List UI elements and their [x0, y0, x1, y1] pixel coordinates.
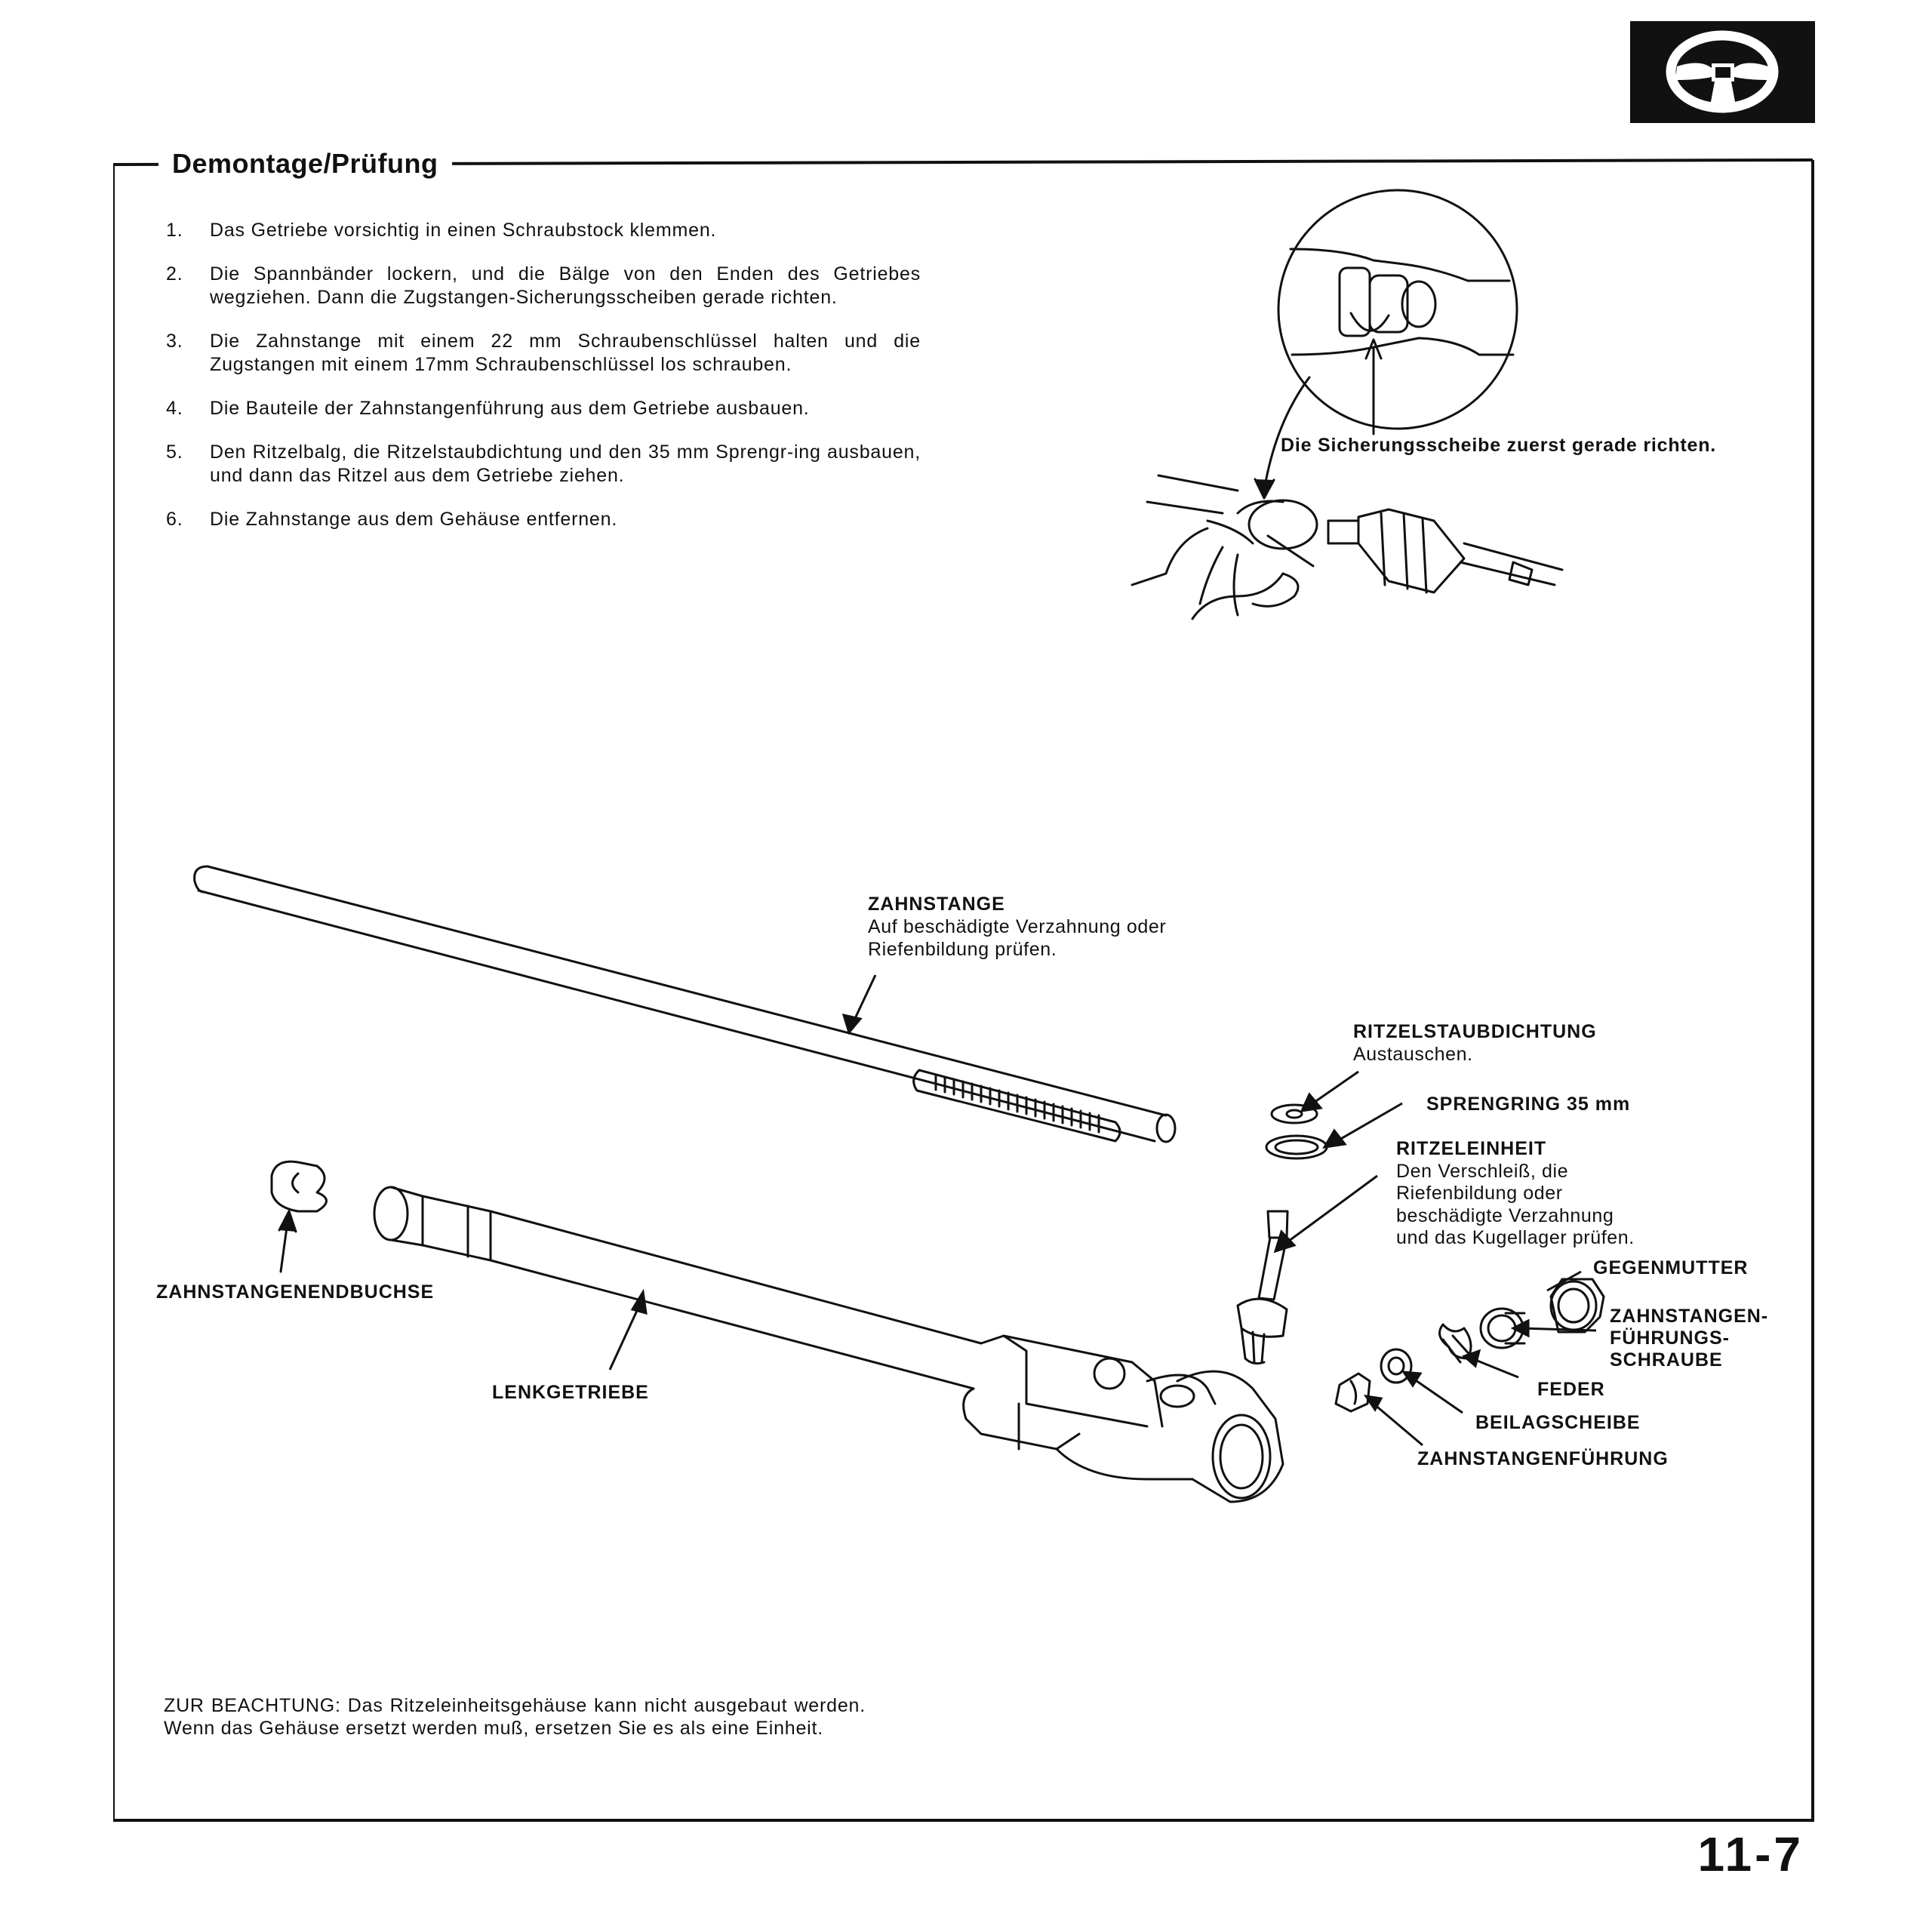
instruction-steps: 1. Das Getriebe vorsichtig in einen Schra…	[166, 219, 921, 552]
note-text: ZUR BEACHTUNG: Das Ritzeleinheitsgehäuse…	[164, 1695, 866, 1739]
step-item: 1. Das Getriebe vorsichtig in einen Schra…	[166, 219, 921, 242]
step-item: 2. Die Spannbänder lockern, und die Bälge…	[166, 263, 921, 309]
label-fuehrungsschraube-3: SCHRAUBE	[1610, 1349, 1723, 1371]
step-text: Die Spannbänder lockern, und die Bälge v…	[210, 263, 921, 308]
label-zahnstange-desc: Auf beschädigte Verzahnung oder Riefenbi…	[868, 916, 1167, 960]
label-zahnstangenfuehrung-title: ZAHNSTANGENFÜHRUNG	[1417, 1448, 1669, 1469]
label-ritzelstaubdichtung-desc: Austauschen.	[1353, 1044, 1473, 1065]
step-item: 4. Die Bauteile der Zahnstangenführung au…	[166, 397, 921, 420]
label-gegenmutter: GEGENMUTTER	[1593, 1257, 1748, 1279]
section-title: Demontage/Prüfung	[158, 148, 452, 180]
label-fuehrungsschraube-1: ZAHNSTANGEN-	[1610, 1306, 1769, 1327]
label-beilagscheibe-title: BEILAGSCHEIBE	[1475, 1412, 1641, 1433]
page-number: 11-7	[1697, 1827, 1804, 1881]
step-item: 5. Den Ritzelbalg, die Ritzelstaubdichtun…	[166, 441, 921, 488]
lock-washer-detail-drawing	[1254, 189, 1518, 500]
label-ritzelstaubdichtung: RITZELSTAUBDICHTUNG Austauschen.	[1353, 1020, 1597, 1066]
step-text: Die Zahnstange aus dem Gehäuse entfernen…	[210, 509, 618, 530]
arrow-fuehrungsschraube	[1510, 1318, 1597, 1338]
callout-lock-washer: Die Sicherungsscheibe zuerst gerade rich…	[1281, 435, 1717, 456]
rack-guide-parts-drawing	[1334, 1278, 1605, 1413]
label-feder-title: FEDER	[1537, 1379, 1605, 1400]
pinion-parts-drawing	[1236, 1103, 1328, 1365]
label-ritzeleinheit-desc-2: Riefenbildung oder	[1396, 1183, 1563, 1204]
step-text: Das Getriebe vorsichtig in einen Schraub…	[210, 220, 717, 241]
label-fuehrungsschraube-2: FÜHRUNGS-	[1610, 1327, 1730, 1349]
rack-end-bushing-drawing	[270, 1160, 328, 1273]
arrow-zahnstange	[841, 974, 877, 1035]
label-fuehrungsschraube: ZAHNSTANGEN- FÜHRUNGS- SCHRAUBE	[1610, 1306, 1768, 1371]
arrow-fuehrung	[1363, 1395, 1423, 1447]
step-number: 6.	[166, 509, 183, 530]
label-beilagscheibe: BEILAGSCHEIBE	[1475, 1411, 1641, 1434]
step-number: 2.	[166, 263, 183, 285]
label-zahnstange-title: ZAHNSTANGE	[868, 894, 1005, 915]
steering-gear-housing-drawing	[373, 1186, 1284, 1503]
label-ritzeleinheit: RITZELEINHEIT Den Verschleiß, die Riefen…	[1396, 1138, 1635, 1250]
arrow-sprengring	[1322, 1102, 1403, 1149]
arrow-beilagscheibe	[1401, 1371, 1463, 1414]
step-text: Die Bauteile der Zahnstangenführung aus …	[210, 398, 810, 419]
arrow-lenkgetriebe	[608, 1288, 648, 1371]
label-endbuchse: ZAHNSTANGENENDBUCHSE	[156, 1281, 434, 1303]
label-sprengring: SPRENGRING 35 mm	[1426, 1093, 1630, 1115]
step-item: 6. Die Zahnstange aus dem Gehäuse entfern…	[166, 508, 921, 531]
label-ritzeleinheit-desc-3: beschädigte Verzahnung	[1396, 1204, 1614, 1226]
arrow-feder	[1462, 1349, 1519, 1379]
step-number: 5.	[166, 441, 183, 463]
step-text: Den Ritzelbalg, die Ritzelstaubdichtung …	[210, 441, 921, 486]
step-number: 3.	[166, 331, 183, 352]
label-ritzeleinheit-desc-4: und das Kugellager prüfen.	[1396, 1227, 1635, 1248]
assembly-with-hands-drawing	[1131, 474, 1564, 620]
arrow-gegenmutter	[1546, 1270, 1582, 1292]
step-number: 1.	[166, 220, 183, 241]
label-feder: FEDER	[1537, 1378, 1605, 1401]
step-item: 3. Die Zahnstange mit einem 22 mm Schraub…	[166, 330, 921, 377]
label-lenkgetriebe-title: LENKGETRIEBE	[492, 1382, 649, 1403]
label-zahnstange: ZAHNSTANGE Auf beschädigte Verzahnung od…	[868, 893, 1223, 961]
step-text: Die Zahnstange mit einem 22 mm Schrauben…	[210, 331, 921, 375]
label-gegenmutter-title: GEGENMUTTER	[1593, 1257, 1749, 1278]
rack-bar-drawing	[193, 865, 1177, 1143]
arrow-staubdichtung	[1300, 1070, 1359, 1112]
label-lenkgetriebe: LENKGETRIEBE	[492, 1381, 649, 1404]
label-ritzeleinheit-desc-1: Den Verschleiß, die	[1396, 1160, 1569, 1182]
arrow-ritzeleinheit	[1273, 1174, 1378, 1254]
label-sprengring-title: SPRENGRING 35 mm	[1426, 1094, 1631, 1115]
label-endbuchse-title: ZAHNSTANGENENDBUCHSE	[156, 1281, 435, 1303]
label-ritzeleinheit-title: RITZELEINHEIT	[1396, 1138, 1547, 1159]
step-number: 4.	[166, 398, 183, 419]
label-zahnstangenfuehrung: ZAHNSTANGENFÜHRUNG	[1417, 1447, 1669, 1470]
steering-wheel-icon	[1630, 21, 1815, 123]
label-ritzelstaubdichtung-title: RITZELSTAUBDICHTUNG	[1353, 1021, 1597, 1042]
